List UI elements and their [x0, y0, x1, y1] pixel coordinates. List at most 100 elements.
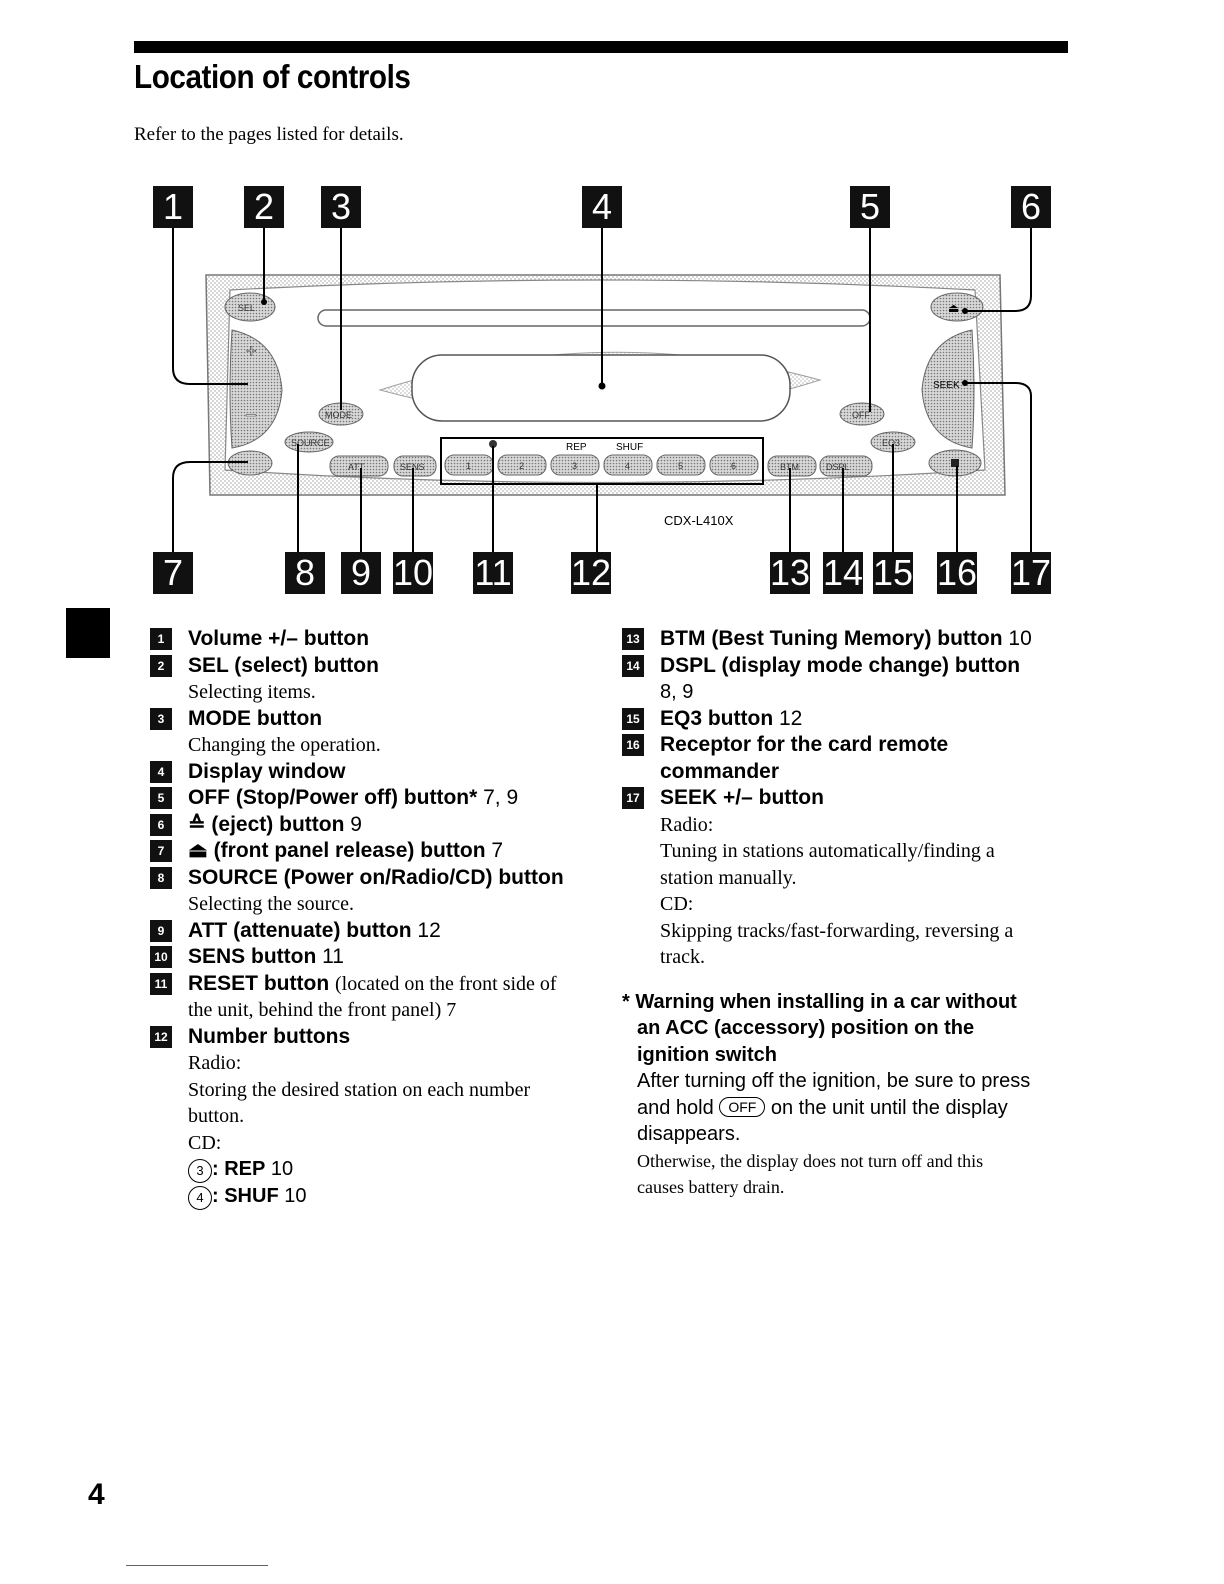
item-label: Number buttons — [188, 1024, 351, 1048]
item-label: MODE button — [188, 706, 323, 730]
cd-shuf-line: 4: SHUF 10 — [150, 1183, 600, 1210]
svg-text:SHUF: SHUF — [616, 442, 643, 453]
page-title: Location of controls — [134, 58, 411, 95]
item-label: Receptor for the card remote — [660, 733, 949, 756]
preset-3-key: 3 — [188, 1159, 212, 1183]
list-item: 1 Volume +/– button — [150, 626, 600, 653]
callout-14: 14 — [823, 552, 864, 594]
item-badge: 12 — [150, 1025, 172, 1048]
warning-body: disappears. — [637, 1123, 741, 1145]
cd-rep-line: 3: REP 10 — [150, 1156, 600, 1183]
item-badge: 3 — [150, 707, 172, 730]
title-rule — [134, 41, 1068, 53]
warning-block: * Warning when installing in a car witho… — [622, 989, 1072, 1201]
svg-text:ATT: ATT — [348, 462, 365, 472]
preset-button-3 — [550, 454, 600, 476]
page-ref: 8, 9 — [660, 681, 694, 703]
svg-text:SENS: SENS — [400, 462, 425, 472]
svg-text:EQ3: EQ3 — [882, 438, 900, 448]
callout-1: 1 — [153, 186, 193, 228]
off-key: OFF — [719, 1096, 766, 1117]
item-badge: 17 — [622, 787, 644, 809]
list-item: 5 OFF (Stop/Power off) button* 7, 9 — [150, 785, 600, 812]
item-desc: CD: — [188, 1131, 222, 1154]
callout-12: 12 — [571, 552, 612, 594]
item-label: ⏏ (front panel release) button — [188, 839, 486, 862]
item-label: ATT (attenuate) button — [188, 918, 412, 942]
svg-text:REP: REP — [566, 442, 587, 453]
item-label: RESET button — [188, 971, 330, 995]
page-ref: 12 — [417, 918, 441, 942]
item-badge: 7 — [150, 840, 172, 862]
item-label: SEL (select) button — [188, 653, 379, 677]
svg-text:+: + — [246, 341, 257, 361]
callout-11: 11 — [473, 552, 513, 594]
list-item: 9 ATT (attenuate) button 12 — [150, 918, 600, 945]
item-desc: Radio: — [660, 813, 714, 836]
item-desc: the unit, behind the front panel) 7 — [188, 999, 457, 1021]
item-desc: button. — [188, 1105, 245, 1127]
preset-button-4 — [603, 454, 653, 476]
model-label: CDX-L410X — [664, 513, 734, 528]
callout-4: 4 — [582, 186, 622, 228]
item-badge: 9 — [150, 919, 172, 942]
item-label: OFF (Stop/Power off) button* — [188, 786, 478, 809]
item-label: Volume +/– button — [188, 627, 370, 650]
item-label: SENS button — [188, 945, 317, 968]
callout-2: 2 — [244, 186, 284, 228]
preset-button-5 — [656, 454, 706, 476]
item-badge: 11 — [150, 972, 172, 995]
number-buttons-box — [440, 437, 764, 485]
svg-text:OFF: OFF — [852, 410, 870, 420]
item-badge: 5 — [150, 787, 172, 809]
item-label: Display window — [188, 759, 346, 783]
item-desc: Selecting items. — [188, 681, 316, 703]
item-label: ≙ (eject) button — [188, 812, 345, 836]
page-ref: 10 — [1008, 627, 1032, 650]
preset-label-1: 1 — [466, 461, 471, 471]
item-badge: 1 — [150, 628, 172, 650]
callout-16: 16 — [937, 552, 978, 594]
callout-7: 7 — [153, 552, 193, 594]
callout-6: 6 — [1011, 186, 1051, 228]
warning-title: ignition switch — [637, 1043, 777, 1066]
item-desc: Changing the operation. — [188, 734, 381, 756]
cd-slot — [317, 309, 871, 327]
page-ref: 11 — [322, 945, 344, 968]
callout-9: 9 — [341, 552, 381, 594]
item-desc: Radio: — [188, 1052, 242, 1074]
item-label: EQ3 button — [660, 706, 774, 730]
item-desc: Tuning in stations automatically/finding… — [660, 840, 995, 862]
svg-text:SEL: SEL — [238, 303, 255, 313]
item-desc: station manually. — [660, 866, 797, 889]
callout-8: 8 — [285, 552, 325, 594]
list-item: 12 Number buttons Radio: Storing the desi… — [150, 1024, 600, 1210]
preset-label-3: 3 — [572, 461, 577, 471]
item-label: DSPL (display mode change) button — [660, 653, 1021, 677]
item-label-cont: commander — [660, 759, 780, 783]
item-label: BTM (Best Tuning Memory) button — [660, 627, 1003, 650]
svg-text:–: – — [246, 404, 256, 424]
item-desc: Storing the desired station on each numb… — [188, 1078, 531, 1101]
page-subtitle: Refer to the pages listed for details. — [134, 124, 404, 145]
item-badge: 16 — [622, 734, 644, 756]
svg-text:⏏: ⏏ — [948, 301, 959, 315]
warning-title: * Warning when installing in a car witho… — [622, 990, 1017, 1013]
page-number: 4 — [88, 1478, 105, 1511]
callout-5: 5 — [850, 186, 890, 228]
item-badge: 15 — [622, 707, 644, 730]
page-ref: 7 — [491, 839, 504, 862]
svg-text:BTM: BTM — [780, 462, 799, 472]
page-ref: 7, 9 — [483, 786, 519, 809]
list-item: 7⏏ (front panel release) button 7 — [150, 838, 600, 865]
item-desc: CD: — [660, 893, 694, 915]
